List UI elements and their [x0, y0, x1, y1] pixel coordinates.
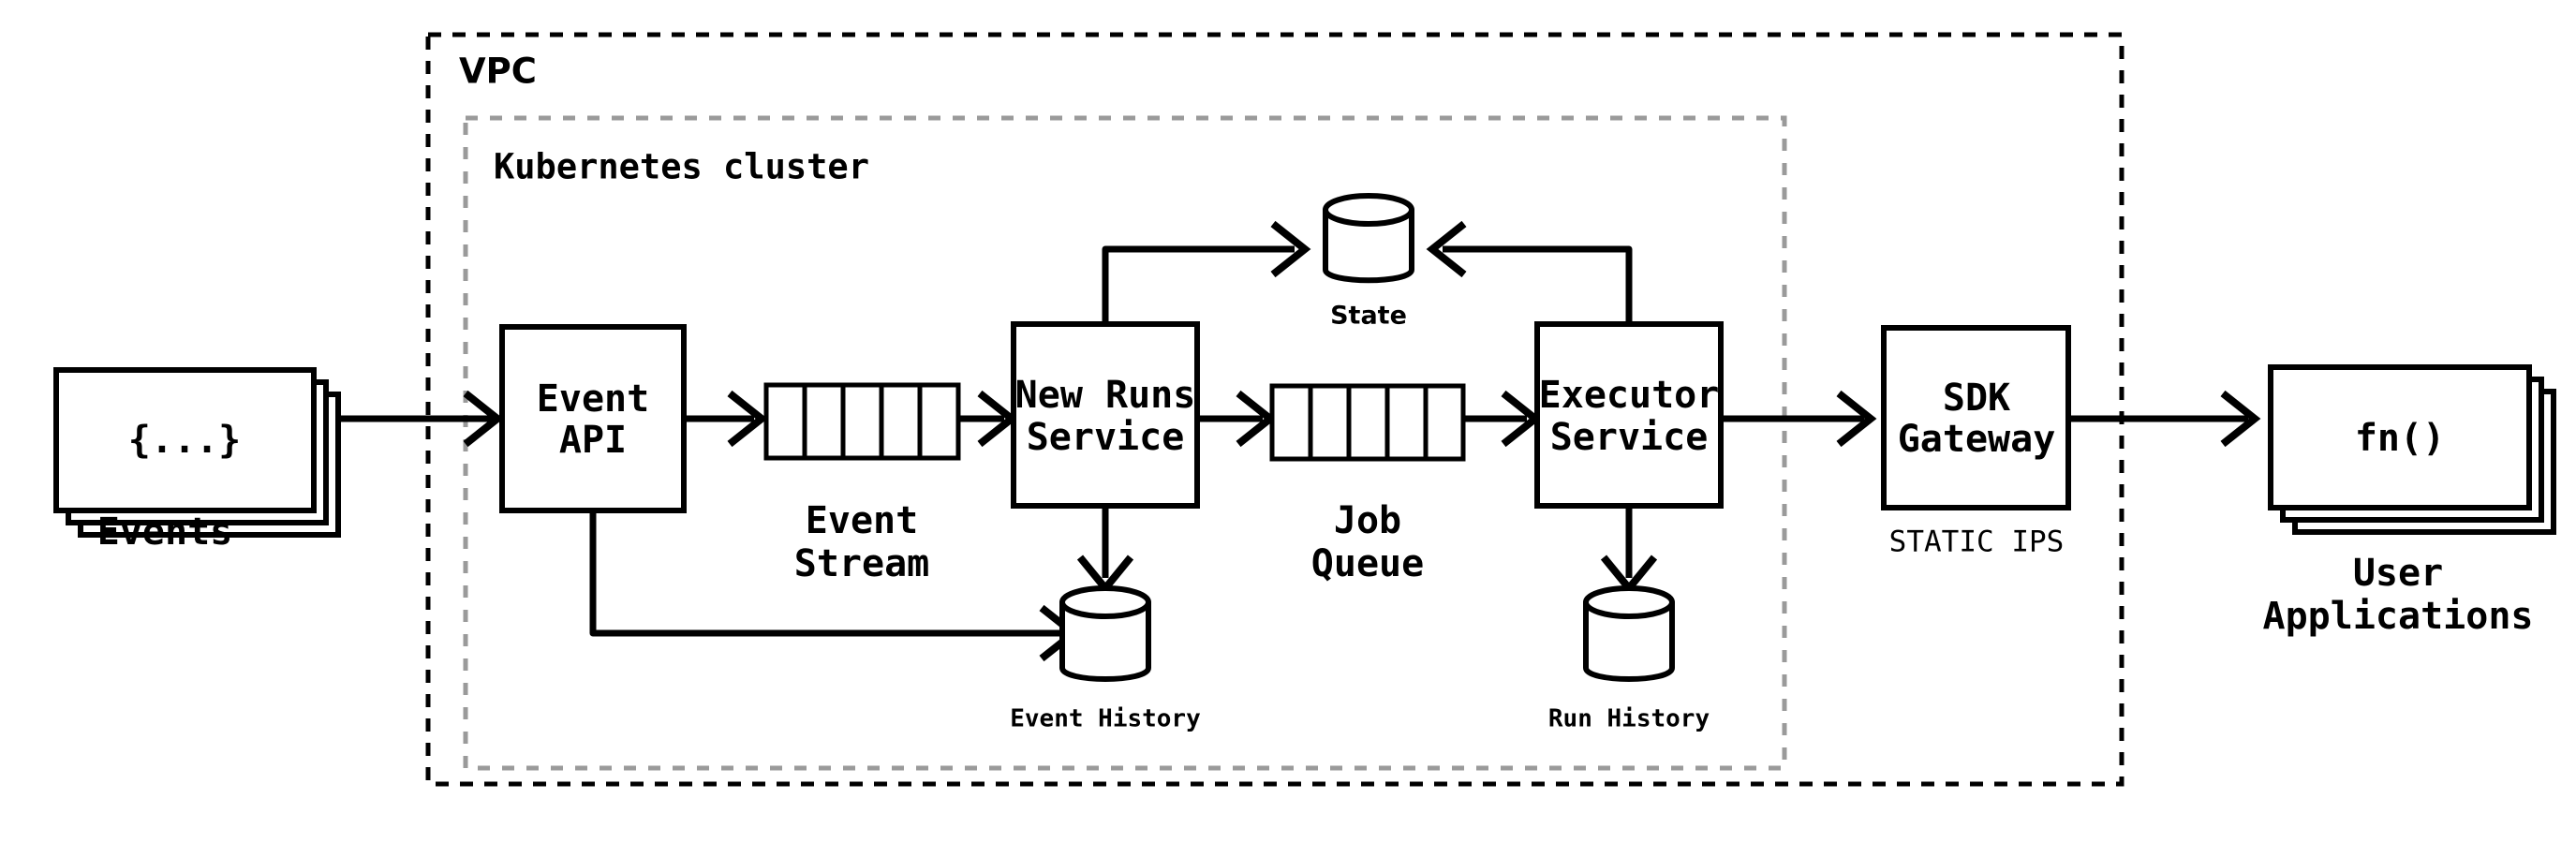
zone-vpc: VPC [425, 32, 2124, 787]
node-events[interactable]: {...} Events [53, 367, 341, 554]
node-event-api[interactable]: Event API [499, 324, 687, 513]
sdk-gateway-label-line1: SDK [1943, 377, 2010, 420]
arrowhead-icon [1270, 220, 1311, 278]
vpc-label: VPC [459, 52, 537, 92]
edge-line [1102, 245, 1295, 324]
event-stream-caption-line1: Event [806, 499, 918, 542]
sdk-gateway-box [1881, 325, 2071, 510]
event-history-caption: Event History [1010, 705, 1201, 733]
events-caption: Events [97, 510, 233, 554]
node-new-runs-service[interactable]: New Runs Service [1011, 321, 1200, 509]
edge-executor-service-to-sdk-gateway [1721, 390, 1877, 448]
node-state[interactable]: State [1323, 193, 1414, 331]
state-cylinder-body [1323, 207, 1414, 284]
edge-events-to-event-api [339, 390, 504, 448]
sdk-gateway-caption: STATIC IPS [1889, 525, 2065, 559]
edge-new-runs-service-to-job-queue [1197, 390, 1277, 448]
arrowhead-icon [2220, 390, 2261, 448]
run-history-cylinder-top [1583, 585, 1675, 619]
user-applications-stack-layer-1 [2268, 364, 2532, 510]
executor-service-label-line2: Service [1550, 416, 1709, 459]
event-api-label-line2: API [559, 419, 627, 462]
node-event-stream[interactable]: Event Stream [763, 382, 961, 585]
edge-executor-service-to-state [1426, 220, 1633, 324]
arrowhead-icon [727, 390, 768, 448]
executor-service-label-line1: Executor [1539, 374, 1720, 417]
job-queue-caption-line1: Job [1334, 499, 1401, 542]
node-user-applications[interactable]: fn() User Applications [2263, 364, 2556, 638]
node-sdk-gateway[interactable]: SDK Gateway STATIC IPS [1881, 325, 2071, 559]
state-cylinder-top [1323, 193, 1414, 227]
node-run-history[interactable]: Run History [1548, 585, 1710, 733]
event-stream-caption-line2: Stream [794, 542, 930, 585]
edge-line [1443, 245, 1633, 324]
k8s-label: Kubernetes cluster [494, 147, 869, 187]
event-history-cylinder-top [1059, 585, 1151, 619]
node-executor-service[interactable]: Executor Service [1534, 321, 1724, 509]
sdk-gateway-label-line2: Gateway [1898, 418, 2056, 461]
arrowhead-icon [1426, 220, 1467, 278]
edge-event-stream-to-new-runs-service [958, 390, 1018, 448]
user-applications-caption-line2: Applications [2263, 595, 2534, 638]
job-queue-box [1269, 383, 1466, 462]
executor-service-box [1534, 321, 1724, 509]
edge-executor-service-to-run-history [1600, 506, 1658, 595]
state-caption: State [1330, 302, 1407, 331]
edge-new-runs-service-to-event-history [1076, 506, 1134, 595]
edge-line [589, 510, 1063, 637]
node-event-history[interactable]: Event History [1010, 585, 1201, 733]
events-stack-layer-1 [53, 367, 317, 513]
events-label: {...} [128, 419, 241, 462]
new-runs-service-label-line1: New Runs [1015, 374, 1196, 417]
edge-event-api-to-event-stream [684, 390, 768, 448]
edge-job-queue-to-executor-service [1463, 390, 1542, 448]
user-applications-caption-line1: User [2353, 552, 2443, 595]
user-applications-label: fn() [2355, 417, 2445, 460]
event-history-cylinder-body [1059, 599, 1151, 682]
edge-new-runs-service-to-state [1102, 220, 1311, 324]
vpc-border [425, 32, 2124, 787]
event-api-label-line1: Event [537, 377, 649, 421]
arrowhead-icon [463, 390, 504, 448]
edge-sdk-gateway-to-user-applications [2068, 390, 2261, 448]
node-job-queue[interactable]: Job Queue [1269, 383, 1466, 585]
run-history-caption: Run History [1548, 705, 1710, 733]
job-queue-caption-line2: Queue [1311, 542, 1424, 585]
new-runs-service-label-line2: Service [1027, 416, 1185, 459]
run-history-cylinder-body [1583, 599, 1675, 682]
arrowhead-icon [1836, 390, 1877, 448]
event-stream-box [763, 382, 961, 461]
